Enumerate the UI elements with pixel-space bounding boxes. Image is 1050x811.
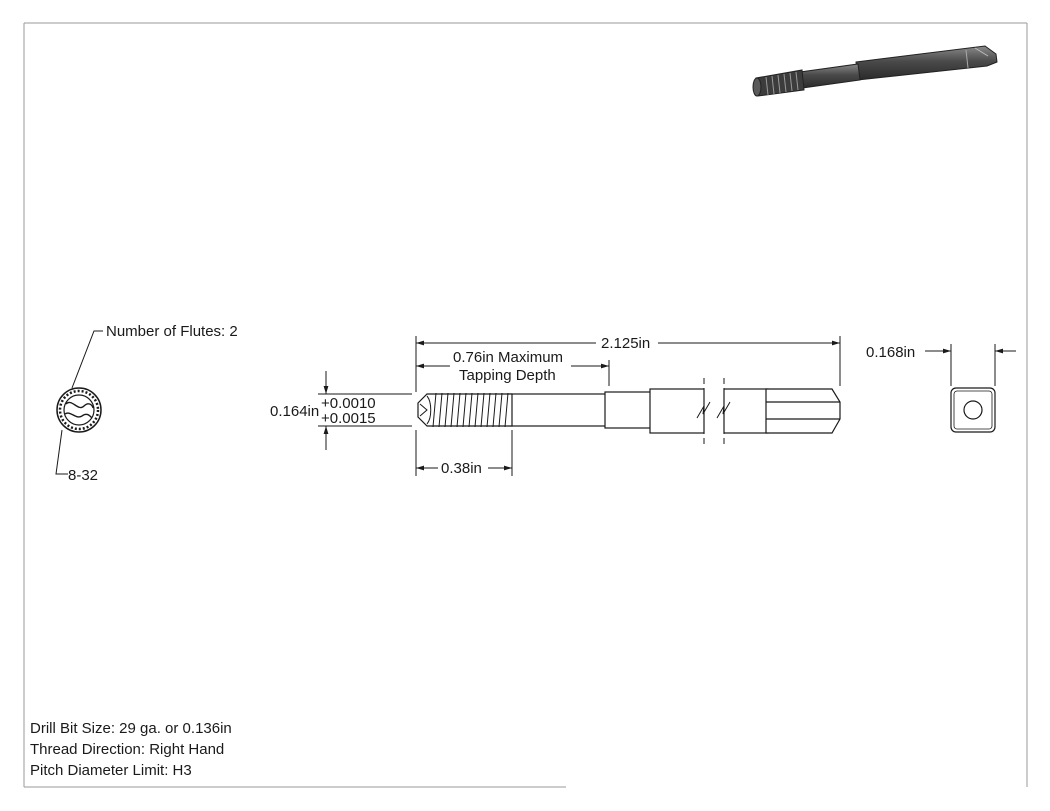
sheet-frame: [23, 22, 1028, 788]
tolerance-lower: +0.0015: [321, 410, 376, 427]
thread-direction-note: Thread Direction: Right Hand: [30, 741, 225, 758]
square-size-label: 0.168in: [866, 344, 915, 361]
tolerance-upper: +0.0010: [321, 395, 376, 412]
thread-length-dimension: [415, 430, 513, 476]
square-size-dimension: [925, 344, 1016, 386]
tapping-depth-line1: 0.76in Maximum: [453, 349, 563, 366]
isometric-render: [752, 45, 998, 97]
thread-crests: [419, 392, 509, 428]
thread-diameter-dimension: [318, 371, 412, 450]
flute-count-label: Number of Flutes: 2: [106, 323, 238, 340]
drill-bit-size-note: Drill Bit Size: 29 ga. or 0.136in: [30, 720, 232, 737]
thread-diameter-label: 0.164in: [270, 403, 319, 420]
end-view-leaders: [55, 330, 103, 475]
tapping-depth-line2: Tapping Depth: [459, 367, 556, 384]
break-lines: [696, 378, 731, 444]
end-view-left: [56, 387, 102, 433]
thread-length-label: 0.38in: [441, 460, 482, 477]
pitch-diameter-limit-note: Pitch Diameter Limit: H3: [30, 762, 192, 779]
spec-notes: Drill Bit Size: 29 ga. or 0.136in Thread…: [30, 718, 232, 781]
tap-side-view: [417, 388, 841, 434]
overall-length-label: 2.125in: [601, 335, 650, 352]
thread-size-label: 8-32: [68, 467, 98, 484]
end-view-right: [950, 387, 996, 433]
tapping-depth-dimension: [416, 360, 610, 386]
